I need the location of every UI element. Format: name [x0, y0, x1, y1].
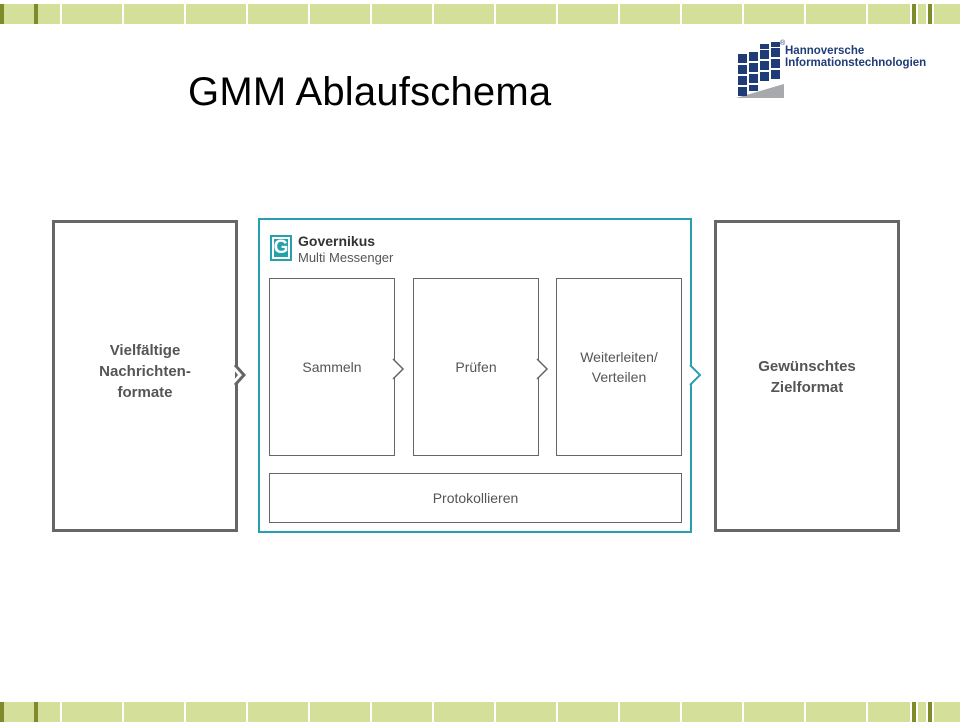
decor-bar-segment	[186, 702, 246, 722]
stage-sammeln: Sammeln	[269, 278, 395, 456]
decor-bar-segment	[744, 702, 804, 722]
decor-bar-segment	[558, 702, 618, 722]
decor-bar-segment	[620, 702, 680, 722]
stage-label: Weiterleiten/ Verteilen	[580, 349, 658, 385]
input-arrow-icon	[233, 363, 247, 387]
decor-bar-segment	[4, 4, 34, 24]
decor-bar-segment	[372, 4, 432, 24]
logging-box: Protokollieren	[269, 473, 682, 523]
input-label-line-1: Vielfältige	[109, 342, 181, 359]
decor-bar-segment	[124, 4, 184, 24]
decor-bar-segment	[38, 4, 60, 24]
top-decor-bar	[0, 4, 960, 24]
decor-bar-segment	[310, 4, 370, 24]
input-formats-box: Vielfältige Nachrichten- formate	[52, 220, 238, 532]
decor-bar-segment	[912, 4, 916, 24]
stage-arrow-2-icon	[536, 358, 549, 380]
target-format-label: Gewünschtes Zielformat	[717, 356, 897, 398]
input-label-line-3: formate	[117, 384, 173, 401]
decor-bar-segment	[868, 702, 910, 722]
company-logo: ® Hannoversche Informationstechnologien	[736, 40, 936, 100]
stage-label: Sammeln	[302, 359, 362, 375]
decor-bar-segment	[496, 4, 556, 24]
decor-bar-segment	[0, 702, 4, 722]
logo-registered-mark: ®	[780, 40, 786, 47]
governikus-logo-icon: G	[270, 235, 292, 261]
decor-bar-segment	[434, 4, 494, 24]
output-label-line-2: Zielformat	[770, 379, 844, 396]
decor-bar-segment	[744, 4, 804, 24]
target-format-box: Gewünschtes Zielformat	[714, 220, 900, 532]
brand-product: Multi Messenger	[298, 250, 394, 265]
decor-bar-segment	[496, 702, 556, 722]
decor-bar-segment	[124, 702, 184, 722]
stage-weiterleiten: Weiterleiten/ Verteilen	[556, 278, 682, 456]
decor-bar-segment	[934, 702, 960, 722]
decor-bar-segment	[928, 4, 932, 24]
decor-bar-segment	[248, 4, 308, 24]
decor-bar-segment	[912, 702, 916, 722]
decor-bar-segment	[34, 4, 38, 24]
decor-bar-segment	[62, 702, 122, 722]
decor-bar-segment	[4, 702, 34, 722]
logo-building-icon	[736, 42, 784, 98]
decor-bar-segment	[558, 4, 618, 24]
decor-bar-segment	[806, 4, 866, 24]
logo-line-2: Informationstechnologien	[785, 57, 927, 69]
decor-bar-segment	[0, 4, 4, 24]
decor-bar-segment	[682, 4, 742, 24]
input-label-line-2: Nachrichten-	[99, 363, 191, 380]
decor-bar-segment	[682, 702, 742, 722]
stage-pruefen: Prüfen	[413, 278, 539, 456]
stage-arrow-1-icon	[392, 358, 405, 380]
decor-bar-segment	[928, 702, 932, 722]
decor-bar-segment	[248, 702, 308, 722]
decor-bar-segment	[918, 702, 926, 722]
stage-label: Prüfen	[455, 359, 497, 375]
output-label-line-1: Gewünschtes	[758, 358, 856, 375]
decor-bar-segment	[620, 4, 680, 24]
bottom-decor-bar	[0, 702, 960, 722]
decor-bar-segment	[310, 702, 370, 722]
output-arrow-icon	[689, 364, 702, 386]
decor-bar-segment	[434, 702, 494, 722]
logging-label: Protokollieren	[432, 490, 519, 506]
decor-bar-segment	[918, 4, 926, 24]
decor-bar-segment	[186, 4, 246, 24]
slide-title: GMM Ablaufschema	[188, 70, 552, 114]
decor-bar-segment	[38, 702, 60, 722]
logo-text: Hannoversche Informationstechnologien	[785, 45, 926, 69]
decor-bar-segment	[62, 4, 122, 24]
brand-name: Governikus	[298, 233, 376, 249]
governikus-multi-messenger-box: G Governikus Multi Messenger Sammeln Prü…	[258, 218, 692, 533]
decor-bar-segment	[806, 702, 866, 722]
input-formats-label: Vielfältige Nachrichten- formate	[55, 340, 235, 403]
decor-bar-segment	[934, 4, 960, 24]
decor-bar-segment	[372, 702, 432, 722]
decor-bar-segment	[868, 4, 910, 24]
decor-bar-segment	[34, 702, 38, 722]
logo-line-1: Hannoversche	[785, 45, 865, 57]
